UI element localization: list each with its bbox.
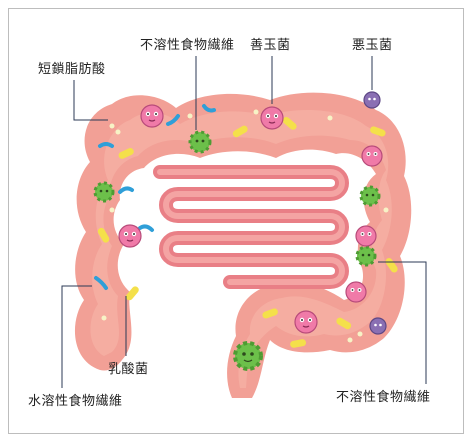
scfa-dot xyxy=(116,130,121,135)
scfa-dot xyxy=(348,338,353,343)
scfa-dot xyxy=(102,316,107,321)
small-intestine xyxy=(160,172,342,282)
insoluble-fiber xyxy=(361,187,379,205)
good-bacterium xyxy=(141,105,163,127)
good-bacterium xyxy=(356,226,376,246)
label-insoluble-fiber-top: 不溶性食物繊維 xyxy=(140,38,235,54)
label-scfa: 短鎖脂肪酸 xyxy=(38,62,106,78)
good-bacterium xyxy=(295,311,317,333)
insoluble-fiber xyxy=(235,343,261,369)
scfa-dot xyxy=(110,208,115,213)
scfa-dot xyxy=(358,332,363,337)
good-bacterium xyxy=(346,282,366,302)
soluble-fiber xyxy=(140,226,152,230)
label-insoluble-fiber-bottom: 不溶性食物繊維 xyxy=(336,390,431,406)
scfa-dot xyxy=(254,110,259,115)
insoluble-fiber xyxy=(190,132,210,152)
scfa-dot xyxy=(110,124,115,129)
good-bacterium xyxy=(362,146,382,166)
label-lactobacillus: 乳酸菌 xyxy=(108,362,149,378)
good-bacterium xyxy=(119,225,141,247)
insoluble-fiber xyxy=(357,247,375,265)
soluble-fiber xyxy=(120,188,132,192)
bad-bacterium xyxy=(364,92,380,108)
bad-bacterium xyxy=(370,318,386,334)
label-good-bacteria: 善玉菌 xyxy=(250,38,291,54)
label-bad-bacteria: 悪玉菌 xyxy=(352,38,393,54)
good-bacterium xyxy=(261,107,283,129)
label-soluble-fiber: 水溶性食物繊維 xyxy=(28,394,123,410)
insoluble-fiber xyxy=(95,183,113,201)
soluble-fiber xyxy=(100,144,112,146)
scfa-dot xyxy=(188,114,193,119)
scfa-dot xyxy=(328,116,333,121)
scfa-dot xyxy=(384,208,389,213)
